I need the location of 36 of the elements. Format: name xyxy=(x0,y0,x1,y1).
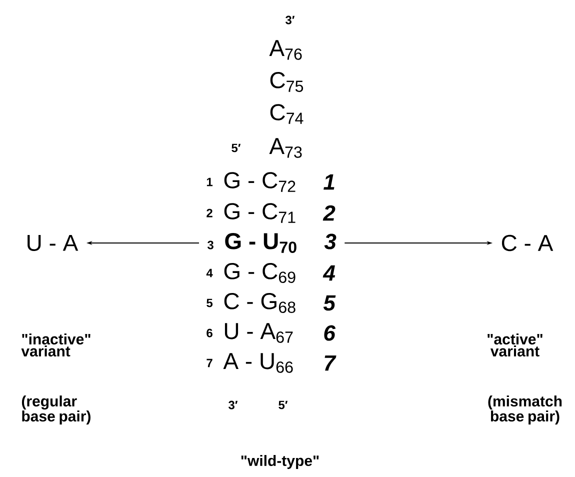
position-number: 7 xyxy=(206,358,212,368)
base-pair-label: U - A xyxy=(28,234,78,252)
base-pair-label: G - U$_{70}$ xyxy=(225,233,296,253)
caption-text: (regular base pair) xyxy=(22,396,90,425)
pair-number: 7 xyxy=(324,355,336,371)
caption-text: "inactive" variant xyxy=(21,334,90,356)
end-label: 5′ xyxy=(278,400,288,410)
base-pair-label: G - C$_{71}$ xyxy=(224,203,296,223)
position-number: 6 xyxy=(206,328,212,338)
end-label: 3′ xyxy=(228,400,238,410)
caption-text: "wild-type" xyxy=(241,455,319,469)
pair-number: 4 xyxy=(322,265,336,281)
pair-number: 6 xyxy=(324,325,336,341)
pair-number: 3 xyxy=(324,234,336,250)
position-number: 1 xyxy=(206,178,213,186)
position-number: 3 xyxy=(207,240,214,250)
end-label: 5′ xyxy=(232,144,241,152)
position-number: 2 xyxy=(206,208,212,218)
caption-text: (mismatch base pair) xyxy=(488,396,562,424)
base-pair-label: A - U$_{66}$ xyxy=(223,353,293,373)
nucleotide-label: C$_{74}$ xyxy=(270,104,304,124)
position-number: 5 xyxy=(206,298,213,308)
base-pair-label: C - G$_{68}$ xyxy=(224,293,296,313)
base-pair-label: G - C$_{72}$ xyxy=(224,172,296,192)
base-pair-label: G - C$_{69}$ xyxy=(224,263,296,283)
pair-number: 1 xyxy=(324,174,334,190)
base-pair-label: C - A xyxy=(502,234,554,252)
position-number: 4 xyxy=(206,268,213,278)
caption-text: "active" variant xyxy=(488,334,542,356)
end-label: 3′ xyxy=(286,16,295,24)
nucleotide-label: A$_{73}$ xyxy=(269,138,302,158)
base-pair-label: U - A$_{67}$ xyxy=(224,323,293,343)
pair-number: 5 xyxy=(323,295,336,311)
nucleotide-label: C$_{75}$ xyxy=(270,72,304,92)
nucleotide-label: A$_{76}$ xyxy=(269,40,302,60)
pair-number: 2 xyxy=(322,205,336,221)
